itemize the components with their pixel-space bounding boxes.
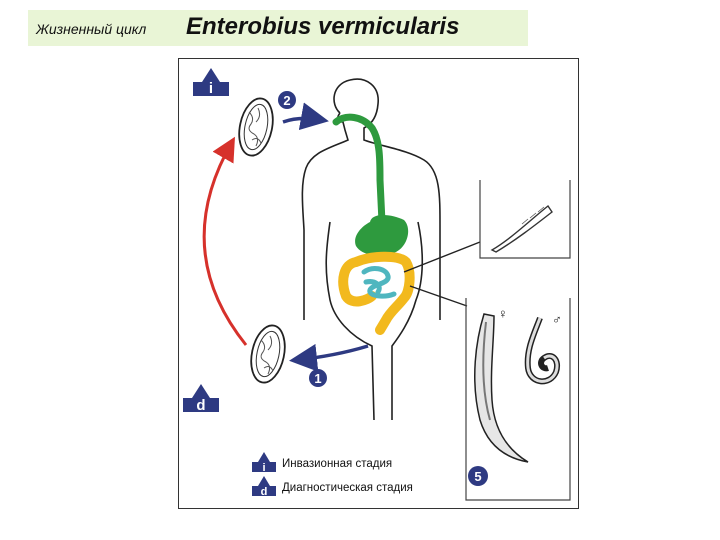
title-prefix: Жизненный цикл (36, 21, 147, 37)
diagnostic-stage-badge: d (183, 384, 219, 414)
male-worm (524, 316, 560, 385)
female-symbol: ♀ (498, 306, 508, 321)
step-5-label: 5 (474, 469, 481, 484)
male-symbol: ♂ (552, 312, 562, 327)
step-1-marker: 1 (309, 369, 327, 387)
small-intestine (361, 266, 397, 299)
adult-worms-inset: ♀ ♂ (465, 298, 571, 501)
step-5-marker: 5 (468, 466, 488, 486)
legend-infective-badge: i (252, 452, 276, 474)
digestive-tract (332, 113, 409, 256)
infective-stage-symbol: i (209, 80, 213, 97)
arrow-anus-to-egg (289, 343, 369, 372)
legend-infective-label: Инвазионная стадия (282, 458, 393, 470)
lifecycle-diagram-frame (178, 58, 579, 509)
title-bar: Жизненный цикл Enterobius vermicularis (28, 10, 528, 46)
diagnostic-stage-symbol: d (196, 397, 205, 414)
legend-diagnostic-badge: d (252, 476, 276, 498)
female-worm (474, 313, 529, 463)
legend-diagnostic-label: Диагностическая стадия (282, 482, 413, 494)
arrow-autoinfection (202, 136, 248, 346)
title-species: Enterobius vermicularis (186, 13, 460, 40)
large-intestine (338, 251, 415, 335)
arrow-egg-to-mouth (282, 102, 329, 131)
egg-bottom (250, 324, 286, 384)
leader-to-adult-box (409, 285, 468, 307)
step-2-marker: 2 (278, 91, 296, 109)
leader-to-larva-box (403, 241, 481, 273)
legend-infective-symbol: i (262, 462, 265, 474)
egg-top (238, 97, 274, 157)
larva-inset (479, 180, 571, 259)
step-1-label: 1 (314, 371, 321, 386)
infective-stage-badge: i (193, 68, 229, 97)
legend-diagnostic-symbol: d (261, 486, 268, 498)
step-2-label: 2 (283, 93, 290, 108)
